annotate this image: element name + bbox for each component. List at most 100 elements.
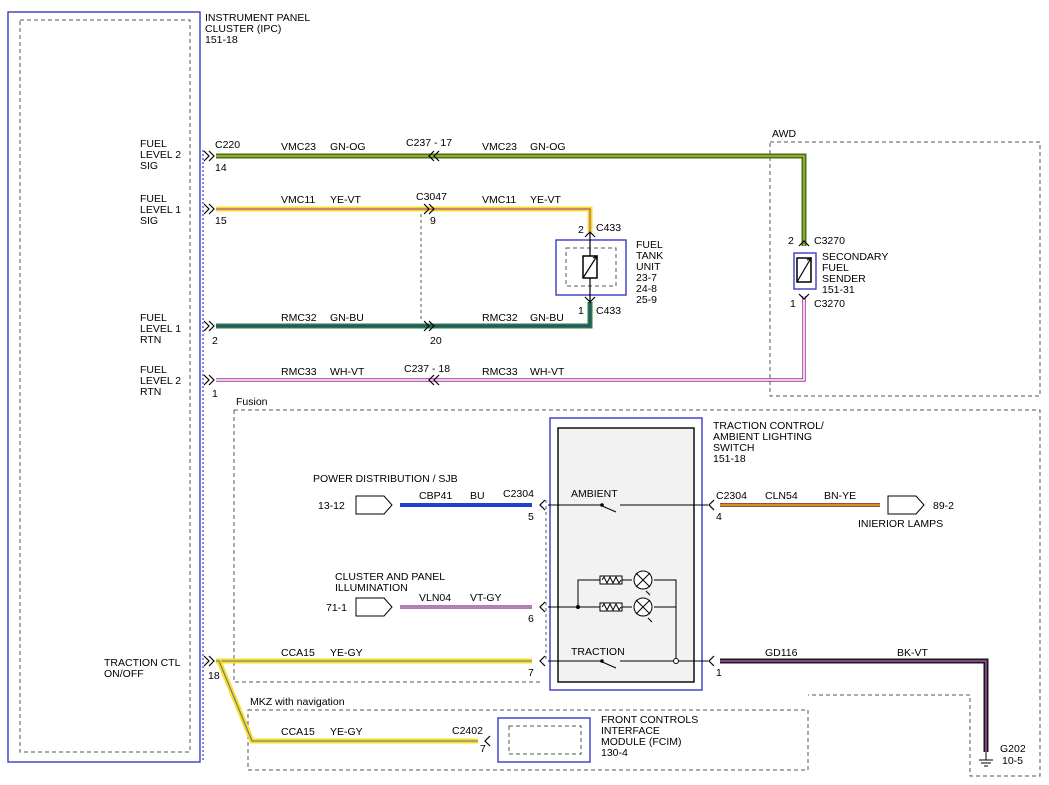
svg-text:SWITCH: SWITCH — [713, 442, 754, 454]
wire-label-vmc11b: VMC11 — [482, 194, 516, 206]
svg-text:RTN: RTN — [140, 386, 161, 398]
fcim-inner — [508, 725, 582, 755]
wire-color-cbp41: BU — [470, 490, 485, 502]
illum-junction — [576, 605, 580, 609]
svg-text:TRACTION CONTROL/: TRACTION CONTROL/ — [713, 420, 824, 432]
cluster-ref: 71-1 — [326, 602, 347, 614]
svg-text:INTERFACE: INTERFACE — [601, 725, 660, 737]
wire-label-cln54: CLN54 — [765, 490, 798, 502]
conn-c433b: C433 — [596, 305, 621, 317]
pdist-label: POWER DISTRIBUTION / SJB — [313, 473, 458, 485]
pdist-ref: 13-12 — [318, 500, 345, 512]
conn-c2304b: C2304 — [716, 490, 747, 502]
interior-connector-icon — [887, 495, 925, 515]
wire-label-rmc33b: RMC33 — [482, 366, 518, 378]
conn-arrow-c3047-bottom — [423, 320, 435, 332]
cluster-label-1: CLUSTER AND PANEL — [335, 571, 445, 583]
svg-text:FUEL: FUEL — [140, 312, 167, 324]
svg-text:ON/OFF: ON/OFF — [104, 668, 144, 680]
g202-ref: 10-5 — [1002, 755, 1023, 767]
awd-label: AWD — [772, 128, 797, 140]
wire-label-cbp41: CBP41 — [419, 490, 452, 502]
ipc-ref: 151-18 — [205, 34, 238, 46]
g202-label: G202 — [1000, 743, 1026, 755]
wire-vmc11 — [216, 206, 593, 232]
fuel-tank-unit-inner — [565, 247, 617, 287]
fusion-label: Fusion — [236, 396, 268, 408]
cluster-label-2: ILLUMINATION — [335, 582, 408, 594]
wire-gd116 — [720, 658, 989, 752]
secondary-sender-arrows — [798, 240, 810, 300]
conn-arrow-pin1 — [708, 655, 715, 667]
conn-arrow-pin5 — [539, 499, 546, 511]
pin-label-traction: TRACTION CTL ON/OFF — [104, 657, 181, 680]
traction-switch-inner — [557, 427, 695, 683]
ipc-connector-arrows — [203, 150, 215, 667]
mkz-label: MKZ with navigation — [250, 696, 345, 708]
wire-cca15b — [216, 660, 478, 744]
wire-color-cln54: BN-YE — [824, 490, 856, 502]
svg-text:UNIT: UNIT — [636, 261, 661, 273]
svg-text:25-9: 25-9 — [636, 294, 657, 306]
svg-text:RTN: RTN — [140, 334, 161, 346]
conn-arrow-c237-17 — [428, 150, 440, 162]
wire-color-rmc32b: GN-BU — [530, 312, 564, 324]
pin-7b: 7 — [480, 743, 486, 755]
wire-color-vmc23b: GN-OG — [530, 141, 566, 153]
pin-9: 9 — [430, 215, 436, 227]
conn-c3270a: C3270 — [814, 235, 845, 247]
svg-text:SECONDARY: SECONDARY — [822, 251, 888, 263]
wire-label-rmc33a: RMC33 — [281, 366, 317, 378]
pin-433b: 1 — [578, 305, 584, 317]
traction-switch-outline — [549, 417, 703, 691]
wire-color-cca15a: YE-GY — [330, 647, 363, 659]
svg-text:FUEL: FUEL — [636, 239, 663, 251]
wire-label-cca15a: CCA15 — [281, 647, 315, 659]
fuel-tank-connector-arrows — [584, 231, 596, 303]
conn-arrow-c2402 — [484, 735, 491, 747]
wire-color-rmc33a: WH-VT — [330, 366, 365, 378]
pin-label-fuel1sig: FUEL LEVEL 1 SIG — [140, 193, 181, 227]
mkz-region — [247, 709, 809, 771]
wire-label-vmc23b: VMC23 — [482, 141, 517, 153]
svg-text:FUEL: FUEL — [822, 262, 849, 274]
svg-text:LEVEL 1: LEVEL 1 — [140, 323, 181, 335]
ipc-module-inner — [19, 19, 191, 753]
cluster-connector-icon — [355, 597, 393, 617]
wire-label-rmc32a: RMC32 — [281, 312, 317, 324]
ambient-label: AMBIENT — [571, 488, 618, 500]
conn-c220: C220 — [215, 139, 240, 151]
interior-label: INIERIOR LAMPS — [858, 518, 943, 530]
pin-6: 6 — [528, 613, 534, 625]
conn-arrow-c237-18 — [428, 374, 440, 386]
traction-label: TRACTION — [571, 646, 625, 658]
svg-text:FUEL: FUEL — [140, 364, 167, 376]
wire-rmc33 — [216, 296, 806, 382]
pin-3270a: 2 — [788, 235, 794, 247]
wire-label-cca15b: CCA15 — [281, 726, 315, 738]
conn-c433a: C433 — [596, 222, 621, 234]
secondary-sender-label: SECONDARY FUEL SENDER 151-31 — [822, 251, 888, 296]
svg-text:FUEL: FUEL — [140, 193, 167, 205]
pin-4: 4 — [716, 511, 722, 523]
secondary-sender-outline — [793, 252, 817, 290]
pin-15: 15 — [215, 215, 227, 227]
pin-7a: 7 — [528, 667, 534, 679]
wire-color-vmc23a: GN-OG — [330, 141, 366, 153]
pin-1-ipc: 1 — [212, 388, 218, 400]
pin-5: 5 — [528, 511, 534, 523]
pin-433a: 2 — [578, 224, 584, 236]
fuel-tank-label: FUEL TANK UNIT 23-7 24-8 25-9 — [636, 239, 663, 306]
ground-icon — [979, 752, 993, 767]
fcim-label: FRONT CONTROLS INTERFACE MODULE (FCIM) 1… — [601, 714, 698, 759]
pin-18: 18 — [208, 670, 220, 682]
fusion-region-left — [233, 410, 540, 683]
conn-c237-17: C237 - 17 — [406, 137, 452, 149]
illumination-circuit — [548, 570, 677, 660]
svg-text:151-18: 151-18 — [713, 453, 746, 465]
pin-20: 20 — [430, 335, 442, 347]
ipc-title2: CLUSTER (IPC) — [205, 23, 281, 35]
ipc-title: INSTRUMENT PANEL — [205, 12, 310, 24]
pin-2: 2 — [212, 335, 218, 347]
